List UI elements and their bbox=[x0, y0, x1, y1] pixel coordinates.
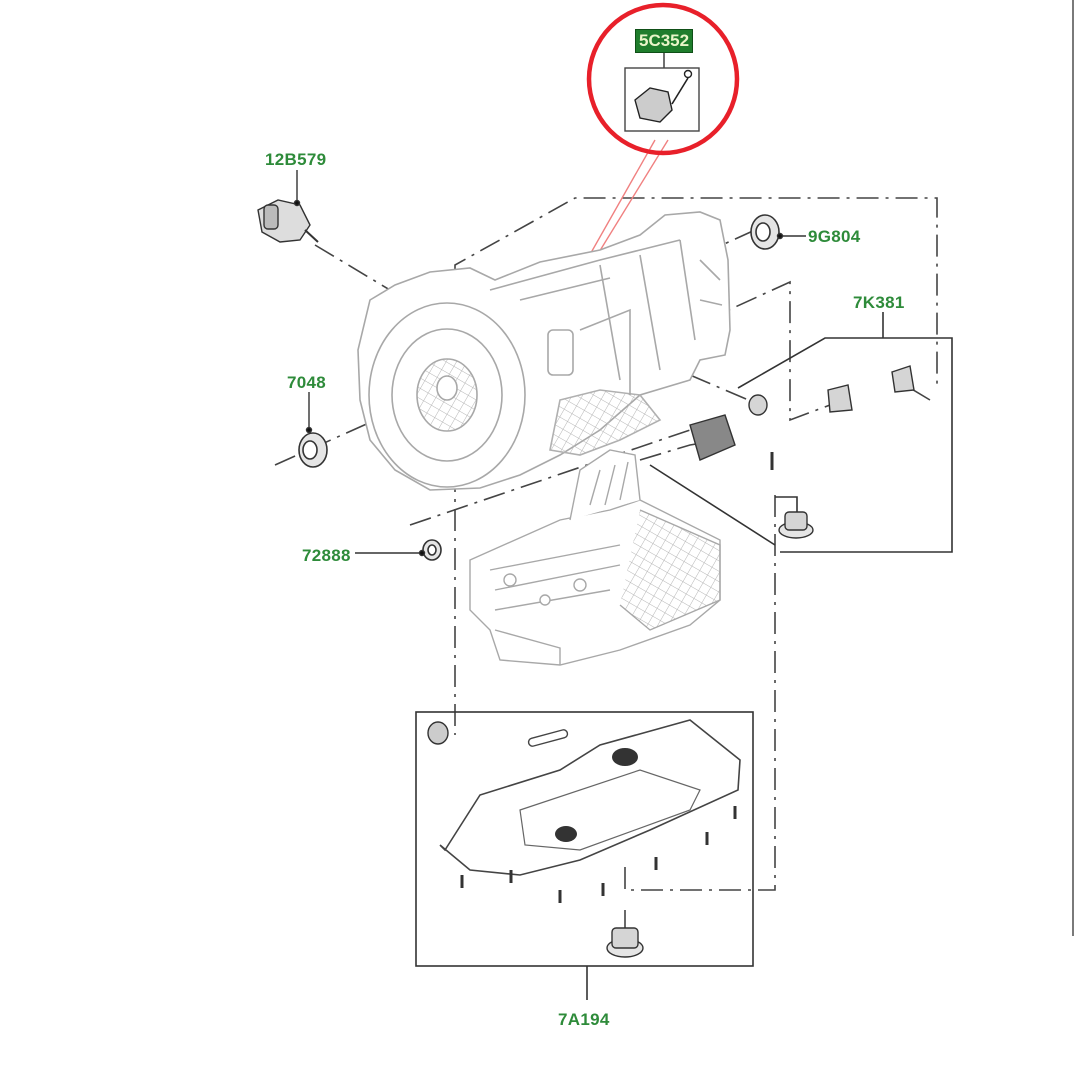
page-edge-divider bbox=[1072, 0, 1074, 936]
part-9g804-seal bbox=[750, 214, 780, 250]
part-label-9g804[interactable]: 9G804 bbox=[808, 227, 861, 246]
part-label-72888[interactable]: 72888 bbox=[302, 546, 351, 565]
oil-pan-box bbox=[415, 711, 754, 1000]
valve-body bbox=[469, 449, 721, 666]
part-label-highlighted[interactable]: 5C352 bbox=[635, 29, 694, 53]
part-label-12b579[interactable]: 12B579 bbox=[265, 150, 327, 169]
label-leaders bbox=[293, 52, 806, 557]
part-label-7048[interactable]: 7048 bbox=[287, 373, 327, 392]
bracket-lines bbox=[649, 312, 953, 553]
part-label-7a194[interactable]: 7A194 bbox=[558, 1010, 610, 1029]
highlight-ring bbox=[586, 2, 740, 156]
highlight-inset bbox=[586, 2, 740, 156]
transmission-housing bbox=[357, 211, 731, 491]
part-72888-seal bbox=[422, 539, 442, 561]
part-plugs-7k381 bbox=[689, 365, 915, 539]
part-12b579-sensor bbox=[257, 199, 319, 243]
part-label-7k381[interactable]: 7K381 bbox=[853, 293, 905, 312]
part-7048-seal bbox=[298, 432, 328, 468]
